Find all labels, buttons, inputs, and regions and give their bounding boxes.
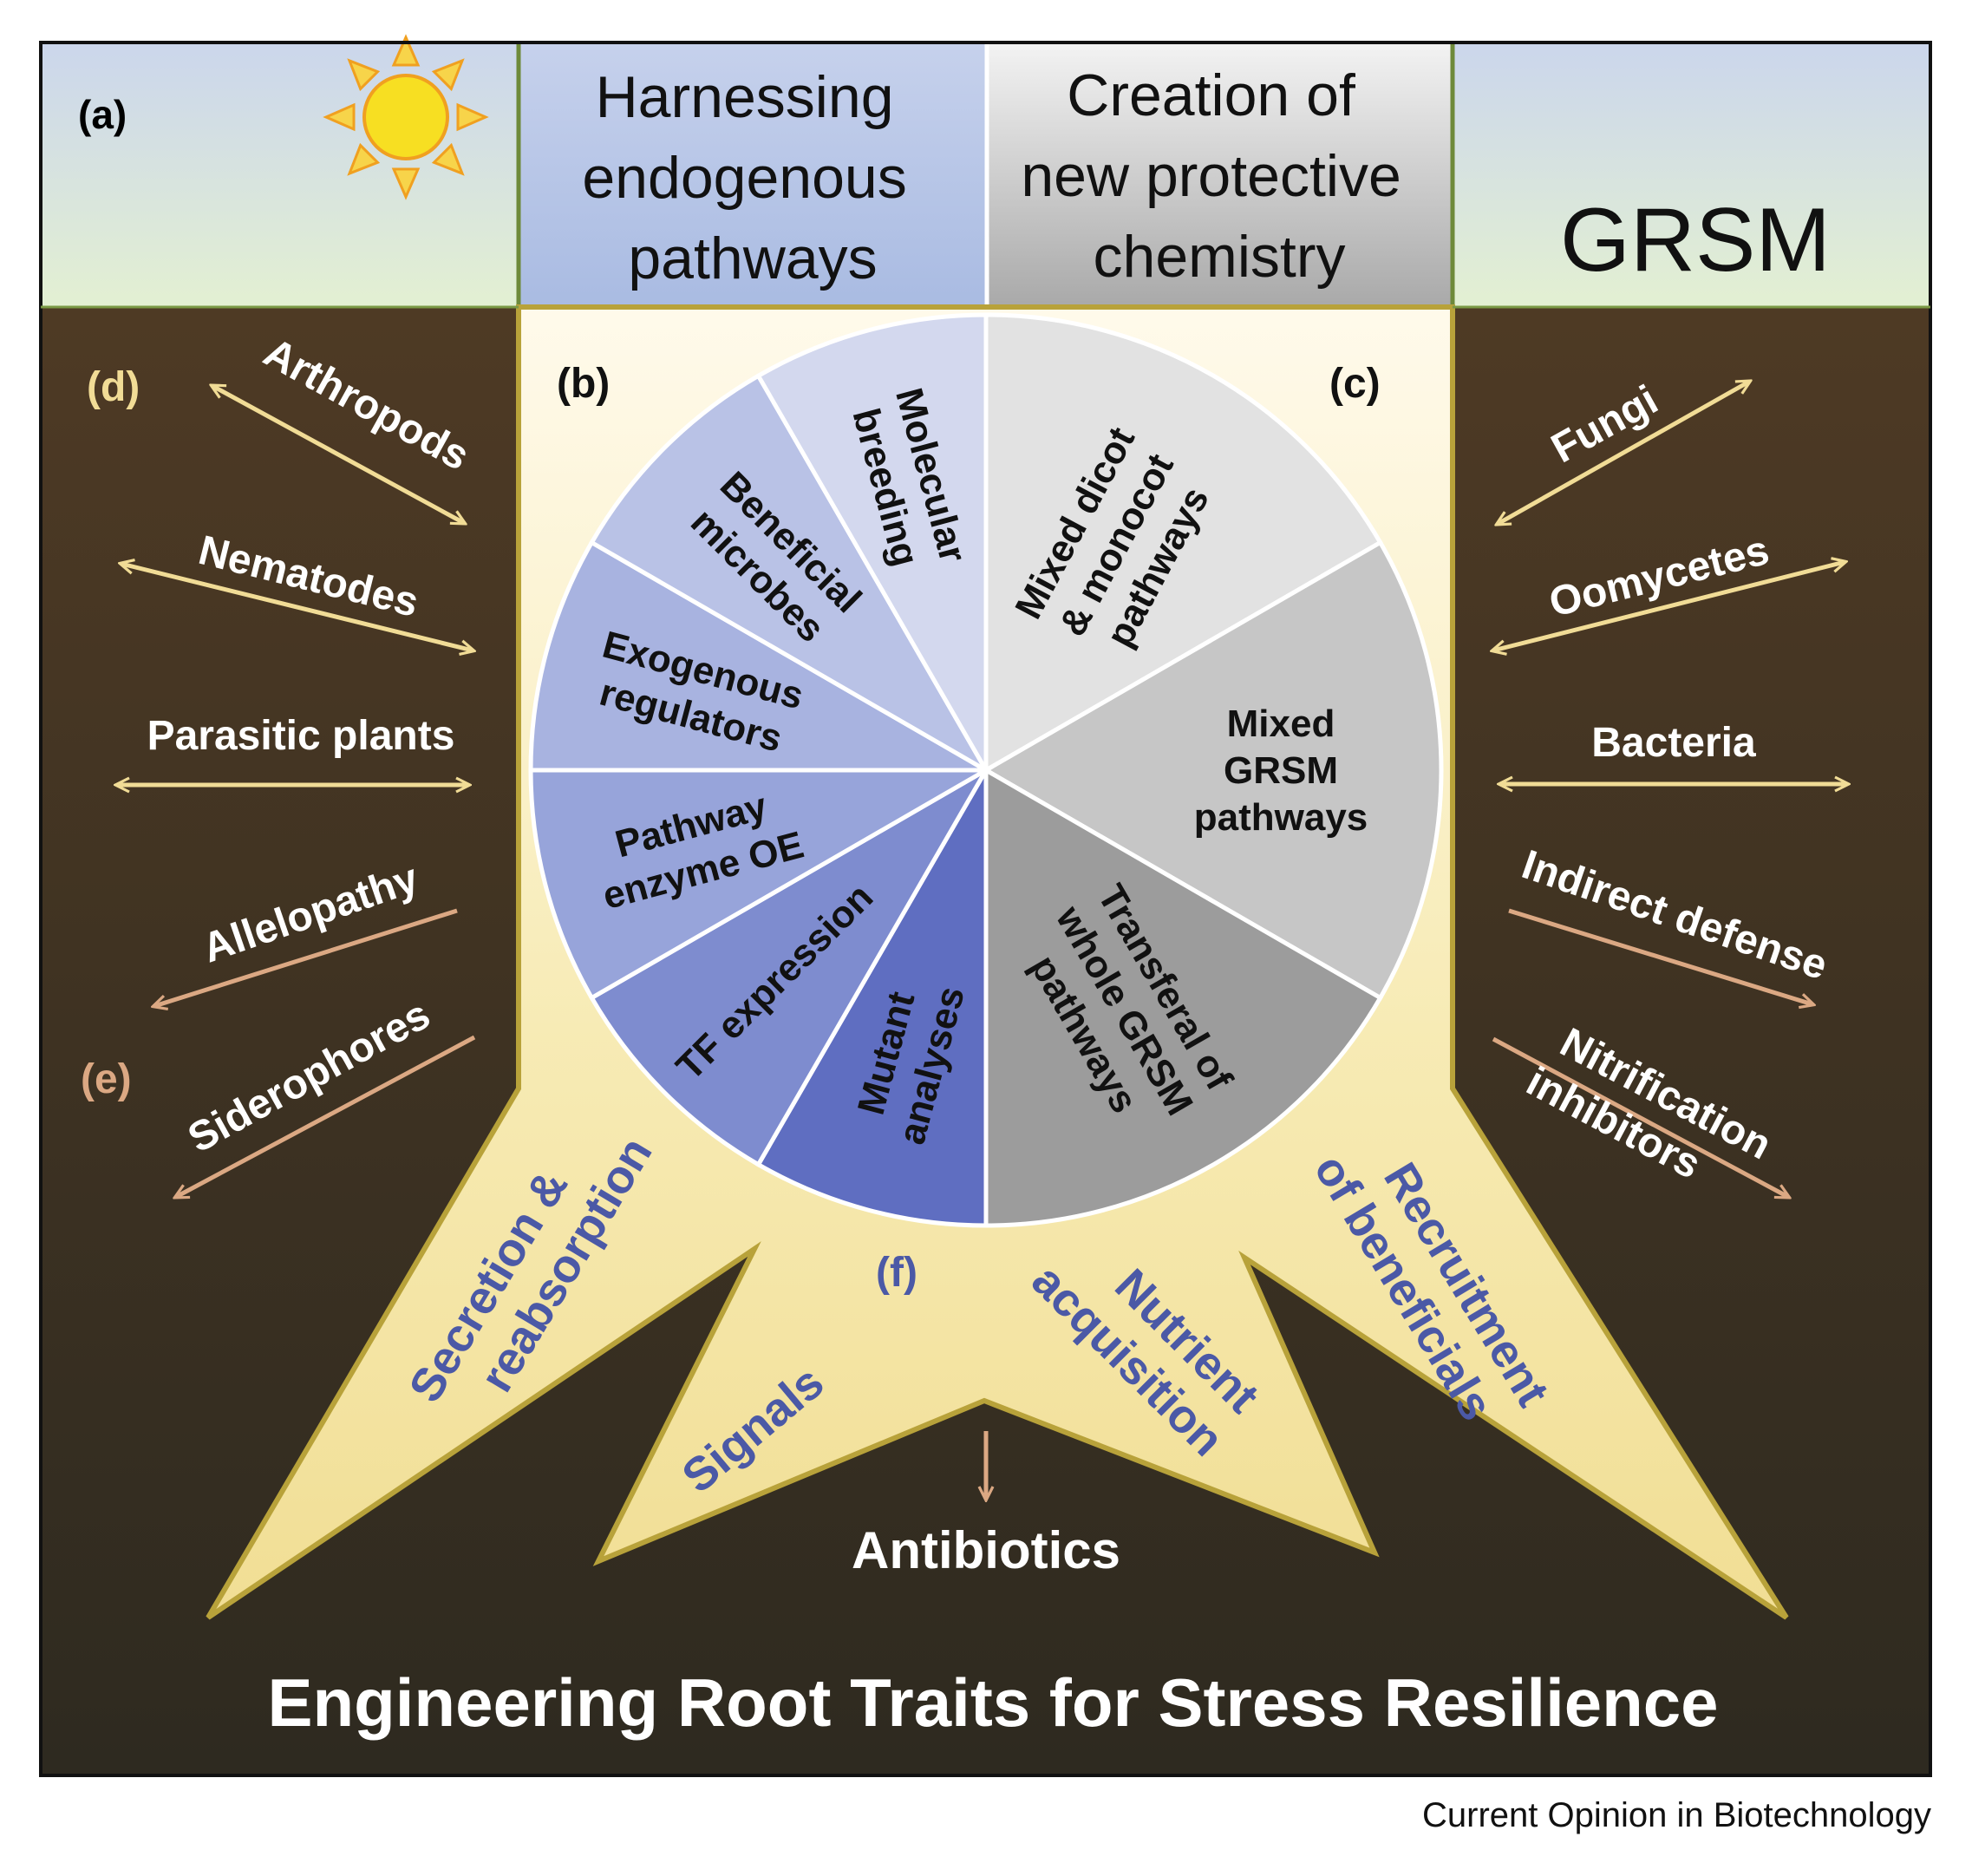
bacteria-label: Bacteria bbox=[1591, 720, 1756, 766]
header-grsm-panel bbox=[1453, 42, 1930, 307]
label-e: (e) bbox=[81, 1056, 132, 1102]
nitrification-arrow bbox=[1492, 1036, 1788, 1197]
sun-disc bbox=[362, 74, 449, 160]
pie-slice-right-2 bbox=[982, 539, 1444, 1001]
arthropods-arrow bbox=[212, 386, 464, 523]
pie-slice-right-1 bbox=[983, 312, 1384, 775]
harness-title: Harnessing endogenous pathways bbox=[582, 64, 923, 291]
header-sky-left bbox=[41, 42, 519, 307]
sun-icon bbox=[323, 34, 489, 200]
main-title: Engineering Root Traits for Stress Resil… bbox=[267, 1664, 1718, 1741]
pie-slice-left-5 bbox=[588, 372, 992, 776]
pie-slice-right-3 bbox=[983, 766, 1384, 1228]
header-creation-panel bbox=[987, 42, 1453, 307]
right-arrows bbox=[1493, 382, 1847, 1197]
allelopathy-arrow bbox=[154, 908, 458, 1006]
label-a: (a) bbox=[78, 92, 127, 137]
sun-ray bbox=[391, 167, 421, 200]
sun-ray bbox=[323, 102, 356, 132]
label-c: (c) bbox=[1329, 361, 1381, 407]
creation-title: Creation of new protective chemistry bbox=[1021, 62, 1417, 290]
left-arrows bbox=[117, 386, 474, 1197]
pie-slice-left-3 bbox=[528, 768, 995, 1001]
pie-slice-left-1 bbox=[755, 762, 989, 1228]
label-f: (f) bbox=[876, 1250, 917, 1296]
figure-frame bbox=[39, 41, 1932, 1777]
header-harness-panel bbox=[519, 42, 987, 307]
label-d: (d) bbox=[87, 364, 140, 410]
sun-ray bbox=[347, 142, 381, 176]
sun-ray bbox=[456, 102, 489, 132]
sun-ray bbox=[431, 142, 465, 176]
fungi-arrow bbox=[1498, 382, 1749, 524]
sun-ray bbox=[431, 58, 465, 92]
sun-ray bbox=[347, 58, 381, 92]
siderophores-arrow bbox=[176, 1035, 476, 1197]
pie-slice-left-6 bbox=[755, 312, 989, 779]
nematodes-arrow bbox=[121, 564, 473, 650]
grsm-title: GRSM bbox=[1560, 190, 1831, 291]
pie-slice-left-4 bbox=[528, 539, 995, 773]
label-b: (b) bbox=[557, 361, 610, 407]
pie-slice-left-2 bbox=[588, 764, 992, 1168]
sun-ray bbox=[391, 34, 421, 67]
antibiotics-label: Antibiotics bbox=[852, 1521, 1120, 1579]
indirect-defense-arrow bbox=[1508, 908, 1812, 1004]
journal-footer: Current Opinion in Biotechnology bbox=[1421, 1796, 1931, 1834]
oomycetes-arrow bbox=[1493, 562, 1845, 650]
parasitic-plants-label: Parasitic plants bbox=[147, 713, 455, 759]
